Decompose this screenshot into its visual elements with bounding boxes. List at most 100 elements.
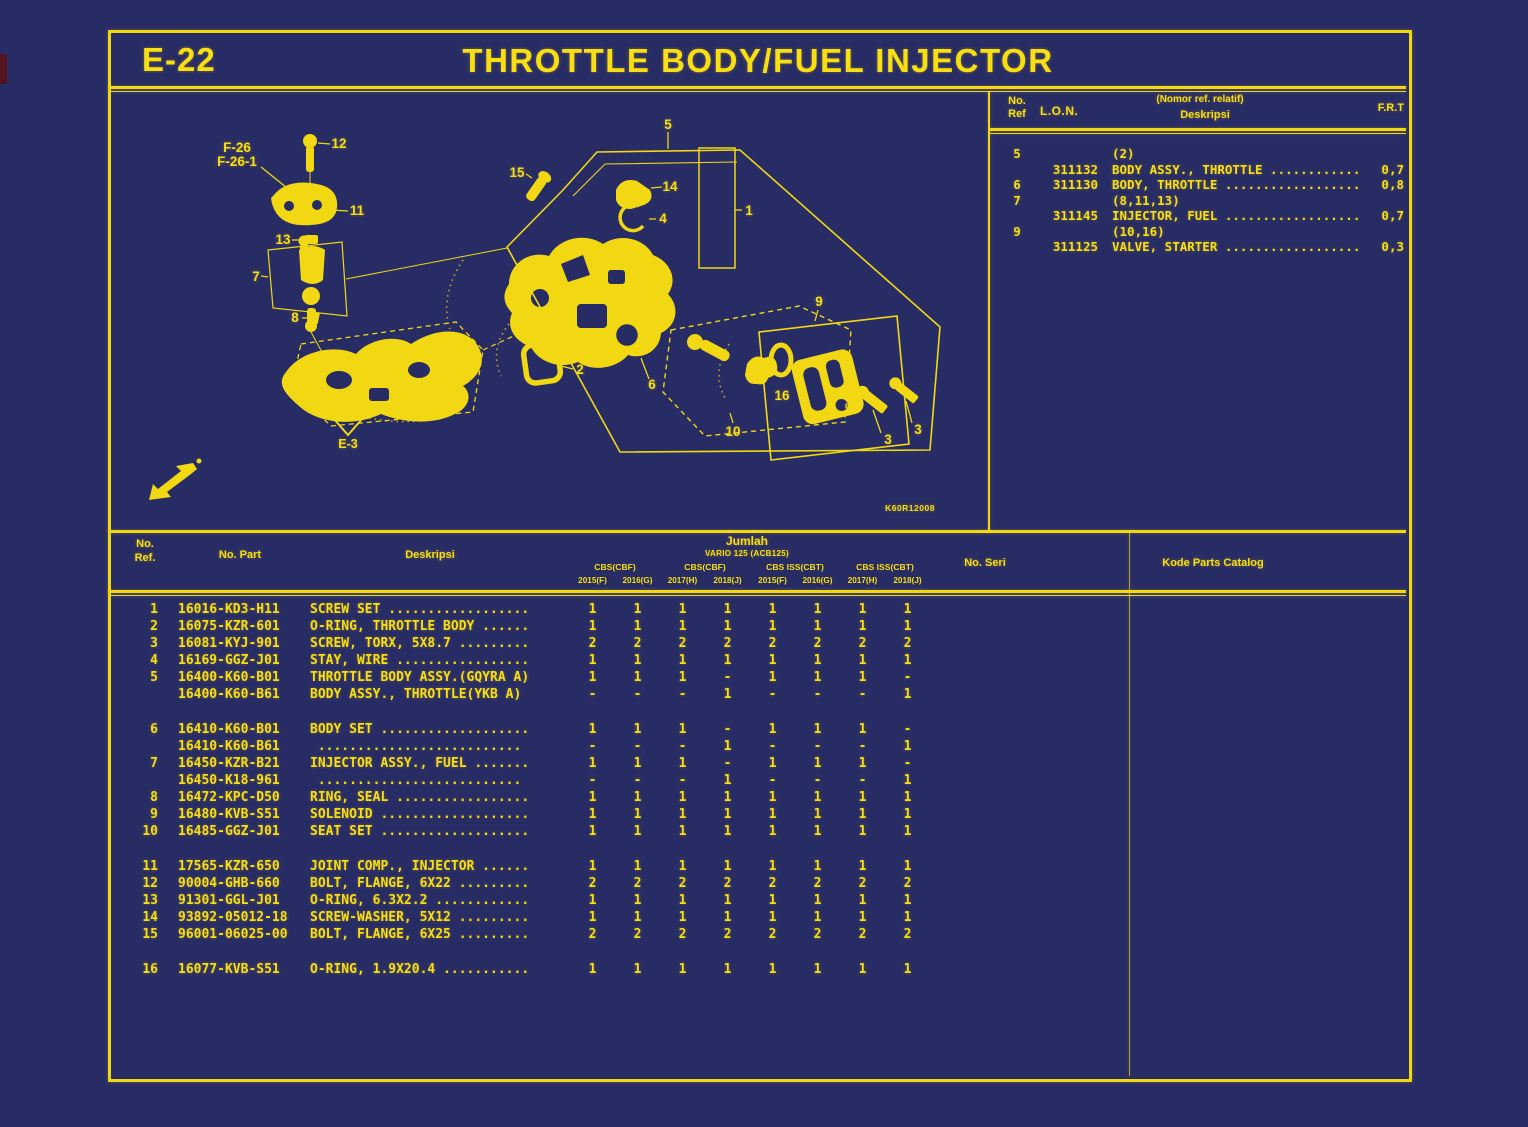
qty-cell: 1 [903, 773, 912, 788]
qty-cell: 2 [858, 927, 867, 942]
qty-cell: 1 [633, 893, 642, 908]
qty-cell: 1 [903, 893, 912, 908]
qty-cell: 1 [813, 653, 822, 668]
qty-cell: 1 [858, 619, 867, 634]
column-year-label: 2015(F) [758, 576, 787, 585]
qty-cell: 1 [588, 602, 597, 617]
part-ref: 3 [150, 636, 158, 651]
qty-cell: 2 [723, 876, 732, 891]
qty-cell: 1 [588, 722, 597, 737]
qty-cell: 2 [678, 876, 687, 891]
qty-cell: - [858, 687, 867, 702]
qty-cell: 2 [813, 927, 822, 942]
qty-cell: 1 [903, 962, 912, 977]
lon-number: 311132 [1052, 161, 1098, 177]
bolt-3b-part [889, 377, 919, 404]
qty-cell: 1 [903, 859, 912, 874]
qty-cell: 2 [768, 876, 777, 891]
qty-cell: 2 [768, 636, 777, 651]
part-description: O-RING, THROTTLE BODY ...... [310, 619, 530, 634]
table-top-border [108, 530, 1406, 533]
table-col-part: No. Part [218, 549, 262, 561]
qty-cell: 1 [858, 893, 867, 908]
qty-cell: 1 [723, 790, 732, 805]
part-ref: 14 [142, 910, 158, 925]
qty-cell: 1 [723, 910, 732, 925]
callout-6: 6 [648, 377, 656, 392]
qty-cell: 1 [678, 790, 687, 805]
column-year-label: 2018(J) [893, 576, 922, 585]
qty-cell: - [768, 773, 777, 788]
lon-col-frt: F.R.T [1377, 102, 1404, 114]
solenoid-9-part [791, 349, 864, 425]
lon-description: (10,16) [1112, 223, 1165, 239]
qty-cell: - [768, 739, 777, 754]
part-description: JOINT COMP., INJECTOR ...... [310, 859, 530, 874]
lon-frt: 0,7 [1381, 208, 1404, 223]
qty-cell: 1 [903, 739, 912, 754]
lon-row: 9(10,16) [0, 224, 1528, 240]
lon-col-deskripsi: Deskripsi [1180, 109, 1230, 121]
qty-cell: - [633, 687, 642, 702]
lon-row: 5(2) [0, 146, 1528, 162]
screw-15-part [526, 171, 552, 202]
callout-4: 4 [659, 211, 667, 226]
part-ref: 2 [150, 619, 158, 634]
ref-link-e3[interactable]: E-3 [338, 437, 358, 451]
qty-cell: 1 [768, 893, 777, 908]
part-description: BOLT, FLANGE, 6X22 ......... [310, 876, 530, 891]
part-description: SEAT SET ................... [310, 824, 530, 839]
qty-cell: 1 [723, 739, 732, 754]
qty-cell: 1 [588, 910, 597, 925]
page-code: E-22 [142, 41, 216, 78]
part-number: 16075-KZR-601 [178, 619, 280, 634]
qty-cell: - [678, 773, 687, 788]
box-10-dashed-outline [662, 305, 852, 437]
qty-cell: 1 [723, 824, 732, 839]
lon-row: 7(8,11,13) [0, 193, 1528, 209]
page-title: THROTTLE BODY/FUEL INJECTOR [462, 42, 1054, 79]
ref-link-f26[interactable]: F-26 [223, 140, 251, 155]
qty-cell: 1 [723, 653, 732, 668]
part-ref: 9 [150, 807, 158, 822]
part-ref: 10 [142, 824, 158, 839]
callout-2: 2 [576, 362, 584, 377]
qty-cell: 1 [678, 619, 687, 634]
part-number: 16410-K60-B01 [178, 722, 280, 737]
qty-cell: 1 [678, 807, 687, 822]
part-number: 93892-05012-18 [178, 910, 288, 925]
qty-cell: 1 [768, 756, 777, 771]
qty-cell: 1 [588, 962, 597, 977]
part-description: O-RING, 1.9X20.4 ........... [310, 962, 530, 977]
qty-cell: 1 [858, 910, 867, 925]
qty-cell: 1 [588, 807, 597, 822]
qty-cell: - [813, 739, 822, 754]
qty-cell: - [768, 687, 777, 702]
qty-cell: 1 [633, 790, 642, 805]
part-ref: 15 [142, 927, 158, 942]
qty-cell: 1 [678, 910, 687, 925]
page-frame [108, 30, 1412, 1082]
part-14 [616, 180, 652, 209]
column-year-label: 2016(G) [802, 576, 833, 585]
ref-link-f26-1[interactable]: F-26-1 [217, 154, 257, 169]
oring-16-part [768, 342, 794, 378]
qty-cell: 1 [813, 893, 822, 908]
part-description: THROTTLE BODY ASSY.(GQYRA A) [310, 670, 530, 685]
qty-cell: - [903, 722, 912, 737]
lon-header-divider-thick [990, 128, 1406, 131]
qty-cell: 1 [678, 756, 687, 771]
header-divider-thick [108, 86, 1406, 89]
qty-cell: 1 [678, 653, 687, 668]
qty-cell: 1 [858, 790, 867, 805]
qty-cell: 1 [858, 653, 867, 668]
part-ref: 4 [150, 653, 158, 668]
table-col-jumlah: Jumlah [725, 534, 768, 548]
lon-col-ref-line1: No. [1008, 95, 1026, 107]
